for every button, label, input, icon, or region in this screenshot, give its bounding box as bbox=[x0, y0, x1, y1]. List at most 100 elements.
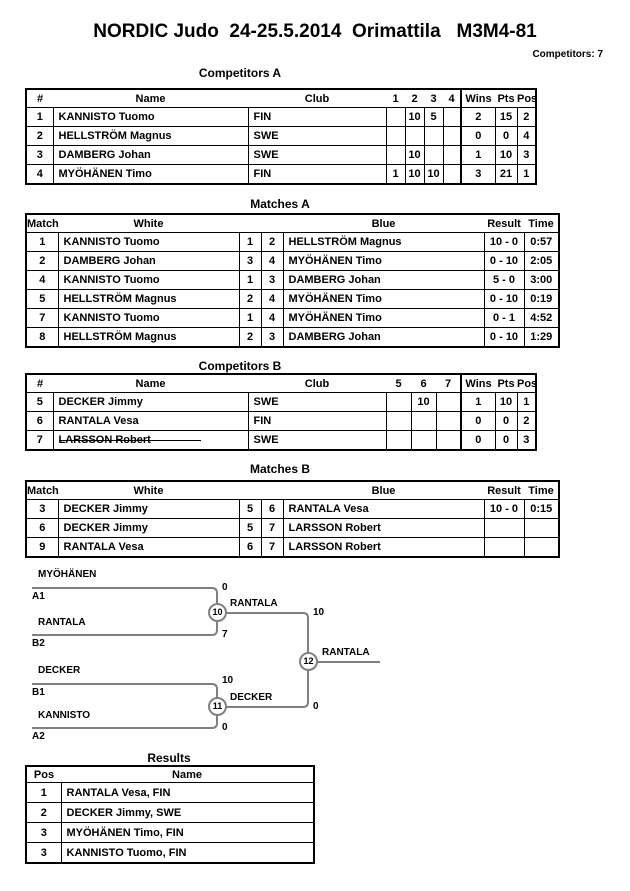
cell-result: 0 - 1 bbox=[483, 308, 525, 328]
table-row: 3 MYÖHÄNEN Timo, FIN bbox=[25, 822, 315, 843]
sf2-match-number: 11 bbox=[208, 697, 227, 716]
cell-blue: MYÖHÄNEN Timo bbox=[282, 308, 485, 328]
cell-round-5 bbox=[385, 430, 412, 451]
cell-number: 4 bbox=[25, 164, 54, 185]
col-round-2: 2 bbox=[405, 89, 424, 108]
cell-name: MYÖHÄNEN Timo, FIN bbox=[60, 822, 315, 843]
cell-white: HELLSTRÖM Magnus bbox=[57, 327, 240, 348]
cell-name: RANTALA Vesa bbox=[52, 411, 249, 431]
cell-wins: 2 bbox=[460, 107, 496, 127]
cell-pos: 3 bbox=[25, 842, 62, 864]
cell-name: KANNISTO Tuomo bbox=[52, 107, 249, 127]
cell-blue-num: 4 bbox=[260, 308, 284, 328]
sf1-winner-score: 10 bbox=[313, 607, 325, 618]
col-pts: Pts bbox=[495, 89, 517, 108]
final-match-number: 12 bbox=[299, 652, 318, 671]
cell-match: 2 bbox=[25, 251, 59, 271]
cell-pos: 3 bbox=[25, 822, 62, 843]
sf1-bottom-score: 7 bbox=[222, 629, 228, 640]
col-blue: Blue bbox=[283, 214, 484, 233]
cell-name: KANNISTO Tuomo, FIN bbox=[60, 842, 315, 864]
cell-blue: RANTALA Vesa bbox=[282, 499, 485, 519]
cell-result: 0 - 10 bbox=[483, 327, 525, 348]
col-white-num bbox=[239, 481, 261, 500]
col-match: Match bbox=[26, 214, 59, 233]
cell-round-4 bbox=[442, 126, 462, 146]
table-row: 8 HELLSTRÖM Magnus 2 3 DAMBERG Johan 0 -… bbox=[25, 327, 560, 348]
table-row: 3 DAMBERG Johan SWE 10 1 10 3 bbox=[25, 145, 537, 165]
cell-round-7 bbox=[435, 411, 462, 431]
cell-result: 0 - 10 bbox=[483, 289, 525, 309]
cell-blue-num: 3 bbox=[260, 327, 284, 348]
results-table: Pos Name 1 RANTALA Vesa, FIN 2 DECKER Ji… bbox=[25, 765, 315, 864]
sf1-top-score: 0 bbox=[222, 582, 228, 593]
cell-pos: 4 bbox=[516, 126, 537, 146]
cell-round-2: 10 bbox=[404, 164, 425, 185]
cell-wins: 1 bbox=[460, 145, 496, 165]
cell-blue-num: 7 bbox=[260, 518, 284, 538]
cell-white-num: 1 bbox=[238, 270, 262, 290]
cell-name: DAMBERG Johan bbox=[52, 145, 249, 165]
col-round-4: 4 bbox=[443, 89, 461, 108]
table-row: 9 RANTALA Vesa 6 7 LARSSON Robert bbox=[25, 537, 560, 558]
cell-wins: 0 bbox=[460, 430, 496, 451]
cell-pts: 10 bbox=[494, 145, 518, 165]
cell-time: 2:05 bbox=[523, 251, 560, 271]
col-blue: Blue bbox=[283, 481, 484, 500]
matches-a-table: Match White Blue Result Time 1 KANNISTO … bbox=[25, 213, 560, 348]
matches-b-table: Match White Blue Result Time 3 DECKER Ji… bbox=[25, 480, 560, 558]
col-blue-num bbox=[261, 214, 283, 233]
cell-round-1: 1 bbox=[385, 164, 406, 185]
cell-white: DECKER Jimmy bbox=[57, 518, 240, 538]
competitors-a-title: Competitors A bbox=[198, 66, 282, 80]
cell-blue: DAMBERG Johan bbox=[282, 270, 485, 290]
table-row: 6 DECKER Jimmy 5 7 LARSSON Robert bbox=[25, 518, 560, 538]
sf1-bottom-name: RANTALA bbox=[38, 617, 86, 628]
cell-pts: 21 bbox=[494, 164, 518, 185]
cell-time: 3:00 bbox=[523, 270, 560, 290]
col-round-5: 5 bbox=[386, 374, 411, 393]
table-header-row: # Name Club 5 6 7 Wins Pts Pos bbox=[26, 374, 537, 393]
table-row: 6 RANTALA Vesa FIN 0 0 2 bbox=[25, 411, 537, 431]
competitors-b-table: # Name Club 5 6 7 Wins Pts Pos 5 DECKER … bbox=[25, 373, 537, 451]
competitors-b-title: Competitors B bbox=[198, 359, 282, 373]
cell-blue-num: 2 bbox=[260, 232, 284, 252]
cell-result: 10 - 0 bbox=[483, 499, 525, 519]
cell-round-4 bbox=[442, 164, 462, 185]
cell-pts: 0 bbox=[494, 430, 518, 451]
cell-blue-num: 7 bbox=[260, 537, 284, 558]
cell-time bbox=[523, 537, 560, 558]
col-round-3: 3 bbox=[424, 89, 443, 108]
cell-club: FIN bbox=[247, 164, 387, 185]
cell-white-num: 3 bbox=[238, 251, 262, 271]
col-wins: Wins bbox=[460, 374, 495, 393]
col-round-1: 1 bbox=[386, 89, 405, 108]
competitors-count: Competitors: 7 bbox=[532, 49, 603, 60]
cell-match: 3 bbox=[25, 499, 59, 519]
cell-time: 0:57 bbox=[523, 232, 560, 252]
cell-pts: 0 bbox=[494, 126, 518, 146]
table-header-row: Pos Name bbox=[26, 766, 314, 783]
cell-result bbox=[483, 518, 525, 538]
table-row: 3 KANNISTO Tuomo, FIN bbox=[25, 842, 315, 864]
table-row: 5 DECKER Jimmy SWE 10 1 10 1 bbox=[25, 392, 537, 412]
table-header-row: Match White Blue Result Time bbox=[26, 481, 559, 500]
cell-white-num: 5 bbox=[238, 518, 262, 538]
cell-pts: 0 bbox=[494, 411, 518, 431]
matches-b-title: Matches B bbox=[249, 462, 311, 476]
col-pos: Pos bbox=[517, 374, 537, 393]
cell-white: RANTALA Vesa bbox=[57, 537, 240, 558]
finals-bracket: MYÖHÄNEN A1 0 RANTALA B2 7 RANTALA 10 10… bbox=[25, 565, 415, 750]
cell-blue: LARSSON Robert bbox=[282, 537, 485, 558]
cell-white-num: 2 bbox=[238, 327, 262, 348]
cell-time: 0:15 bbox=[523, 499, 560, 519]
cell-match: 4 bbox=[25, 270, 59, 290]
table-row: 3 DECKER Jimmy 5 6 RANTALA Vesa 10 - 0 0… bbox=[25, 499, 560, 519]
cell-round-2: 10 bbox=[404, 145, 425, 165]
col-round-6: 6 bbox=[411, 374, 436, 393]
cell-round-1 bbox=[385, 145, 406, 165]
cell-round-2: 10 bbox=[404, 107, 425, 127]
cell-number: 1 bbox=[25, 107, 54, 127]
cell-white-num: 1 bbox=[238, 308, 262, 328]
